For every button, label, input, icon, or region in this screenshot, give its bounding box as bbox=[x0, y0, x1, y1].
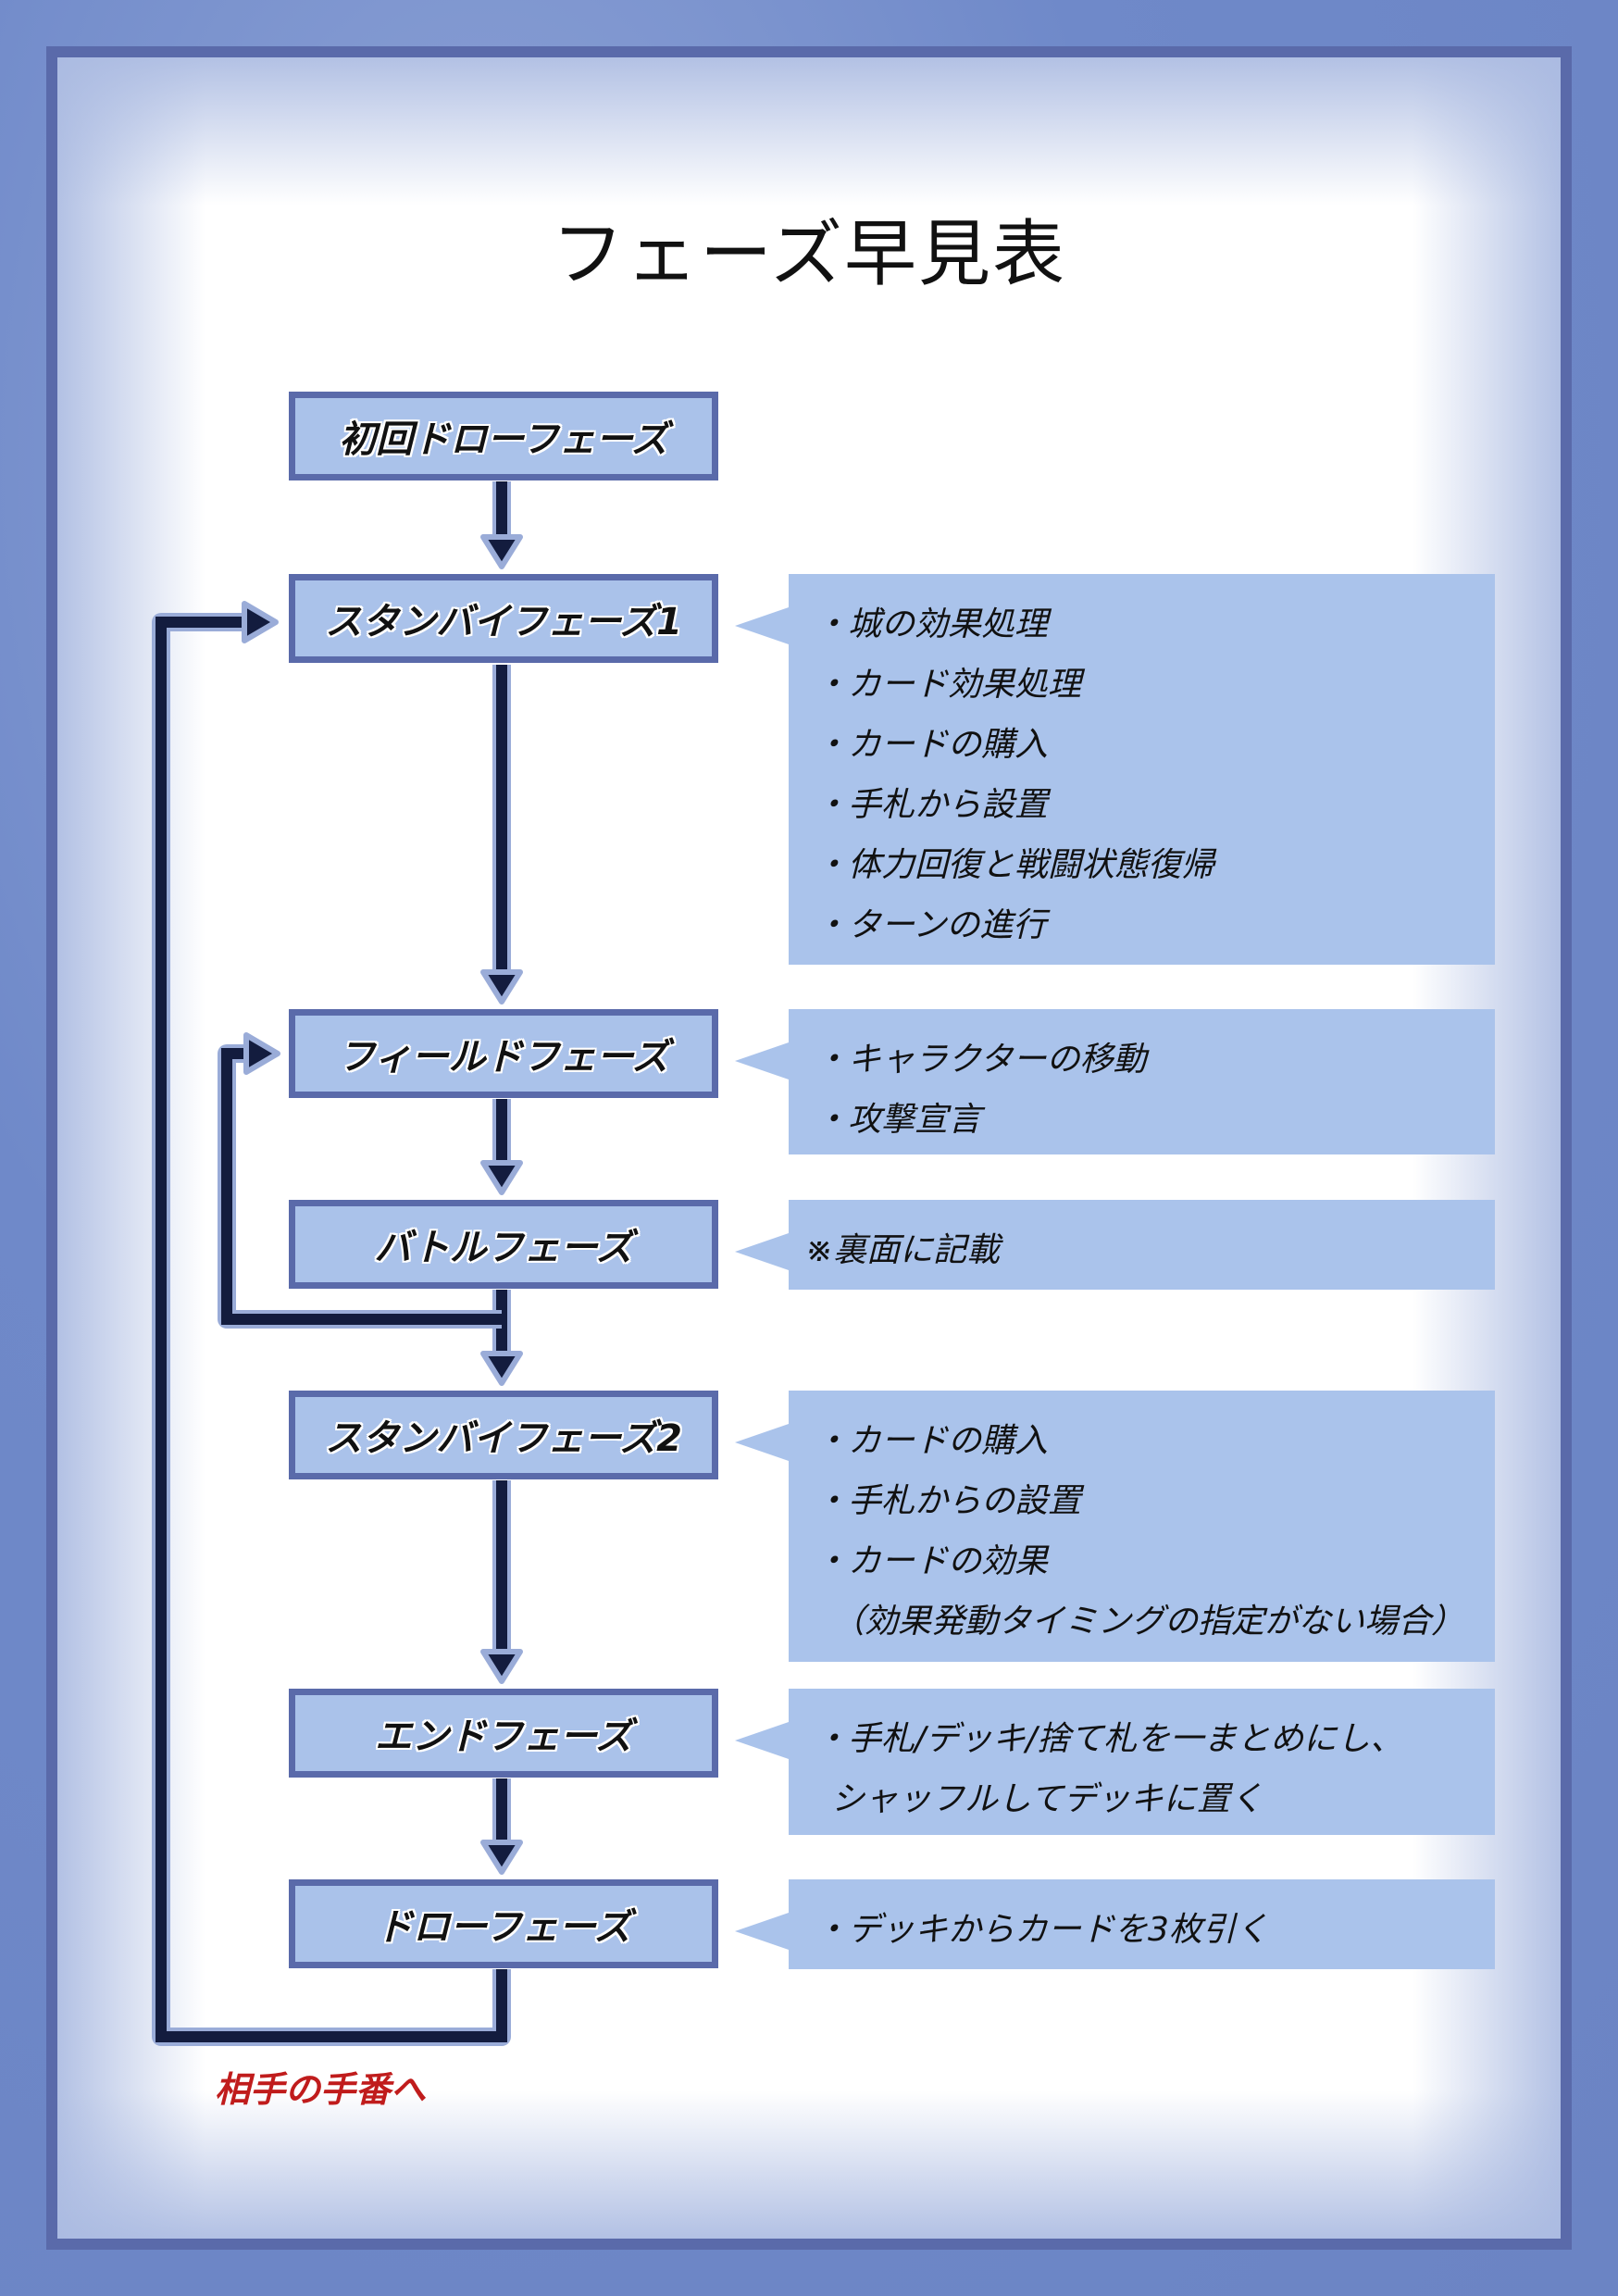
panel-field: ・キャラクターの移動 ・攻撃宣言 bbox=[735, 1009, 1495, 1154]
phase-box-standby-1: スタンバイフェーズ1 bbox=[289, 574, 718, 663]
phase-box-end: エンドフェーズ bbox=[289, 1689, 718, 1778]
phase-box-initial-draw: 初回ドローフェーズ bbox=[289, 392, 718, 480]
arrow-battle-to-standby2-head-outline bbox=[480, 1351, 523, 1386]
phase-box-standby-2: スタンバイフェーズ2 bbox=[289, 1391, 718, 1479]
arrow-field-to-battle-head-outline bbox=[480, 1160, 523, 1195]
phase-box-field: フィールドフェーズ bbox=[289, 1009, 718, 1098]
phase-label: 初回ドローフェーズ bbox=[339, 418, 668, 461]
loop-label-opponent-turn: 相手の手番へ bbox=[215, 2069, 427, 2110]
panel-standby-2: ・カードの購入 ・手札からの設置 ・カードの効果 （効果発動タイミングの指定がな… bbox=[735, 1391, 1495, 1662]
phase-box-draw: ドローフェーズ bbox=[289, 1879, 718, 1968]
loop-draw-to-standby1 bbox=[156, 617, 507, 2042]
panel-note: ※裏面に記載 bbox=[805, 1231, 1001, 1269]
arrow-end-to-draw-head-outline bbox=[480, 1840, 523, 1875]
panel-item: ・キャラクターの移動 bbox=[815, 1041, 1147, 1079]
panel-end: ・手札/デッキ/捨て札を一まとめにし、 シャッフルしてデッキに置く bbox=[735, 1689, 1495, 1835]
panel-item: ・攻撃宣言 bbox=[815, 1101, 982, 1139]
panel-item: ・手札/デッキ/捨て札を一まとめにし、 bbox=[815, 1720, 1404, 1758]
panel-item: ・カード効果処理 bbox=[815, 666, 1082, 704]
phase-label: スタンバイフェーズ1 bbox=[325, 601, 682, 643]
panel-item-note: （効果発動タイミングの指定がない場合） bbox=[831, 1603, 1465, 1641]
panel-item: ・ターンの進行 bbox=[815, 906, 1047, 944]
phase-label: ドローフェーズ bbox=[376, 1906, 631, 1949]
panel-item: ・体力回復と戦闘状態復帰 bbox=[815, 846, 1215, 884]
panel-item: ・城の効果処理 bbox=[815, 605, 1049, 643]
panel-item: ・カードの購入 bbox=[815, 1422, 1049, 1460]
panel-item: ・デッキからカードを3枚引く bbox=[815, 1911, 1269, 1949]
panel-item: ・手札から設置 bbox=[815, 786, 1049, 824]
arrow-initial-to-standby1-head-outline bbox=[480, 534, 523, 569]
panel-battle: ※裏面に記載 bbox=[735, 1200, 1495, 1290]
panel-draw: ・デッキからカードを3枚引く bbox=[735, 1879, 1495, 1969]
panel-item: ・手札からの設置 bbox=[815, 1482, 1082, 1520]
phase-label: フィールドフェーズ bbox=[338, 1036, 669, 1079]
phase-box-battle: バトルフェーズ bbox=[289, 1200, 718, 1289]
panel-item: ・カードの効果 bbox=[815, 1542, 1049, 1580]
panel-standby-1: ・城の効果処理 ・カード効果処理 ・カードの購入 ・手札から設置 ・体力回復と戦… bbox=[735, 574, 1495, 965]
panel-item: ・カードの購入 bbox=[815, 726, 1049, 764]
phase-label: スタンバイフェーズ2 bbox=[325, 1417, 682, 1460]
loop-battle-to-field bbox=[221, 1048, 502, 1325]
arrow-standby2-to-end-head-outline bbox=[480, 1649, 523, 1684]
loop-draw-to-standby1-head-outline bbox=[242, 601, 279, 643]
page-title: フェーズ早見表 bbox=[551, 213, 1067, 296]
loop-battle-to-field-head-outline bbox=[243, 1032, 280, 1075]
panel-item-continuation: シャッフルしてデッキに置く bbox=[831, 1780, 1263, 1818]
arrow-standby1-to-field-head-outline bbox=[480, 969, 523, 1004]
loop-draw-to-standby1-outline bbox=[152, 613, 511, 2046]
phase-label: エンドフェーズ bbox=[375, 1716, 632, 1758]
phase-label: バトルフェーズ bbox=[374, 1227, 633, 1269]
